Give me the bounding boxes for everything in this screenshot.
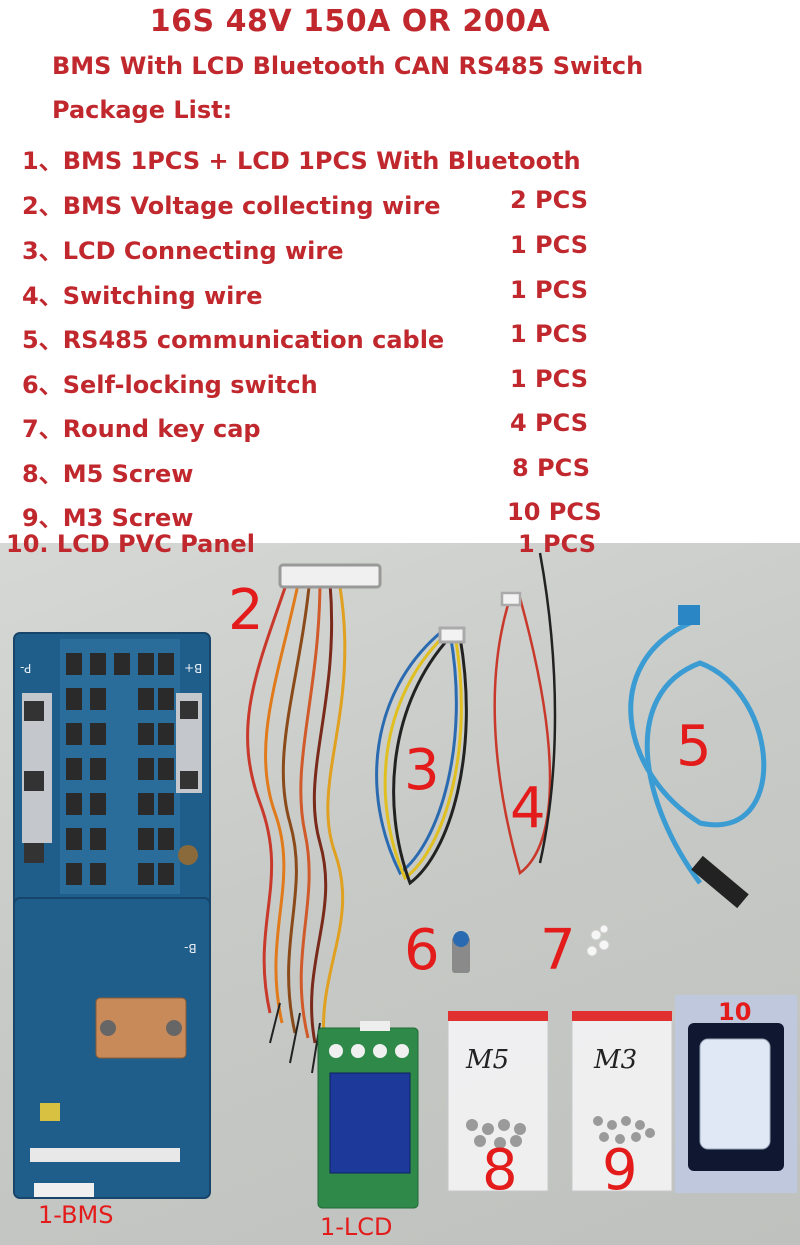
list-item: 10. LCD PVC Panel [6,530,255,558]
list-item-qty: 8 PCS [512,454,590,482]
bag-label-m3: M3 [594,1045,638,1075]
photo-label-3: 3 [404,738,440,803]
photo-label-7: 7 [540,918,576,983]
list-item-qty: 4 PCS [510,409,588,437]
list-item: 2、BMS Voltage collecting wire [22,192,441,220]
list-item: 6、Self-locking switch [22,371,318,399]
rs485-cable [628,605,767,909]
board-label-b2: B- [184,941,197,955]
bag-label-m5: M5 [466,1045,510,1075]
list-item-qty: 1 PCS [510,276,588,304]
list-item: 5、RS485 communication cable [22,326,445,354]
list-item-qty: 2 PCS [510,186,588,214]
list-item-qty: 1 PCS [510,320,588,348]
list-item: 8、M5 Screw [22,460,194,488]
list-item-qty: 1 PCS [510,231,588,259]
product-photo: 2 3 4 5 6 7 8 9 10 1-BMS 1-LCD M5 M3 P- … [0,543,800,1245]
lcd-module [317,1021,419,1209]
list-item-qty: 10 PCS [507,498,602,526]
photo-label-lcd: 1-LCD [320,1213,393,1241]
bms-board [13,632,211,1199]
package-heading: Package List: [52,96,233,124]
list-item: 3、LCD Connecting wire [22,237,344,265]
list-item-qty: 1 PCS [518,530,596,558]
page-title: 16S 48V 150A OR 200A [149,4,551,39]
list-item-qty: 1 PCS [510,365,588,393]
photo-label-2: 2 [228,578,264,643]
photo-label-6: 6 [404,918,440,983]
list-item: 1、BMS 1PCS + LCD 1PCS With Bluetooth [22,147,581,175]
round-key-caps [586,924,610,957]
switching-wire [493,552,557,876]
photo-label-8: 8 [482,1138,518,1203]
list-item: 9、M3 Screw [22,504,194,532]
list-item: 7、Round key cap [22,415,261,443]
m5-screw-bag [447,1010,549,1192]
photo-label-5: 5 [676,714,712,779]
board-label-b: B+ [184,661,203,675]
m3-screw-bag [571,1010,673,1192]
board-label-p: P- [20,661,32,675]
photo-label-9: 9 [602,1138,638,1203]
lcd-pvc-panel [675,995,797,1193]
photo-label-4: 4 [510,776,546,841]
self-locking-switch [452,931,470,973]
voltage-wire-bundle [246,563,382,1074]
photo-label-bms: 1-BMS [38,1201,114,1229]
lcd-connecting-wire [375,626,468,886]
photo-illustration [13,552,797,1209]
photo-label-10: 10 [718,998,752,1026]
list-item: 4、Switching wire [22,282,263,310]
page-subtitle: BMS With LCD Bluetooth CAN RS485 Switch [52,52,644,80]
